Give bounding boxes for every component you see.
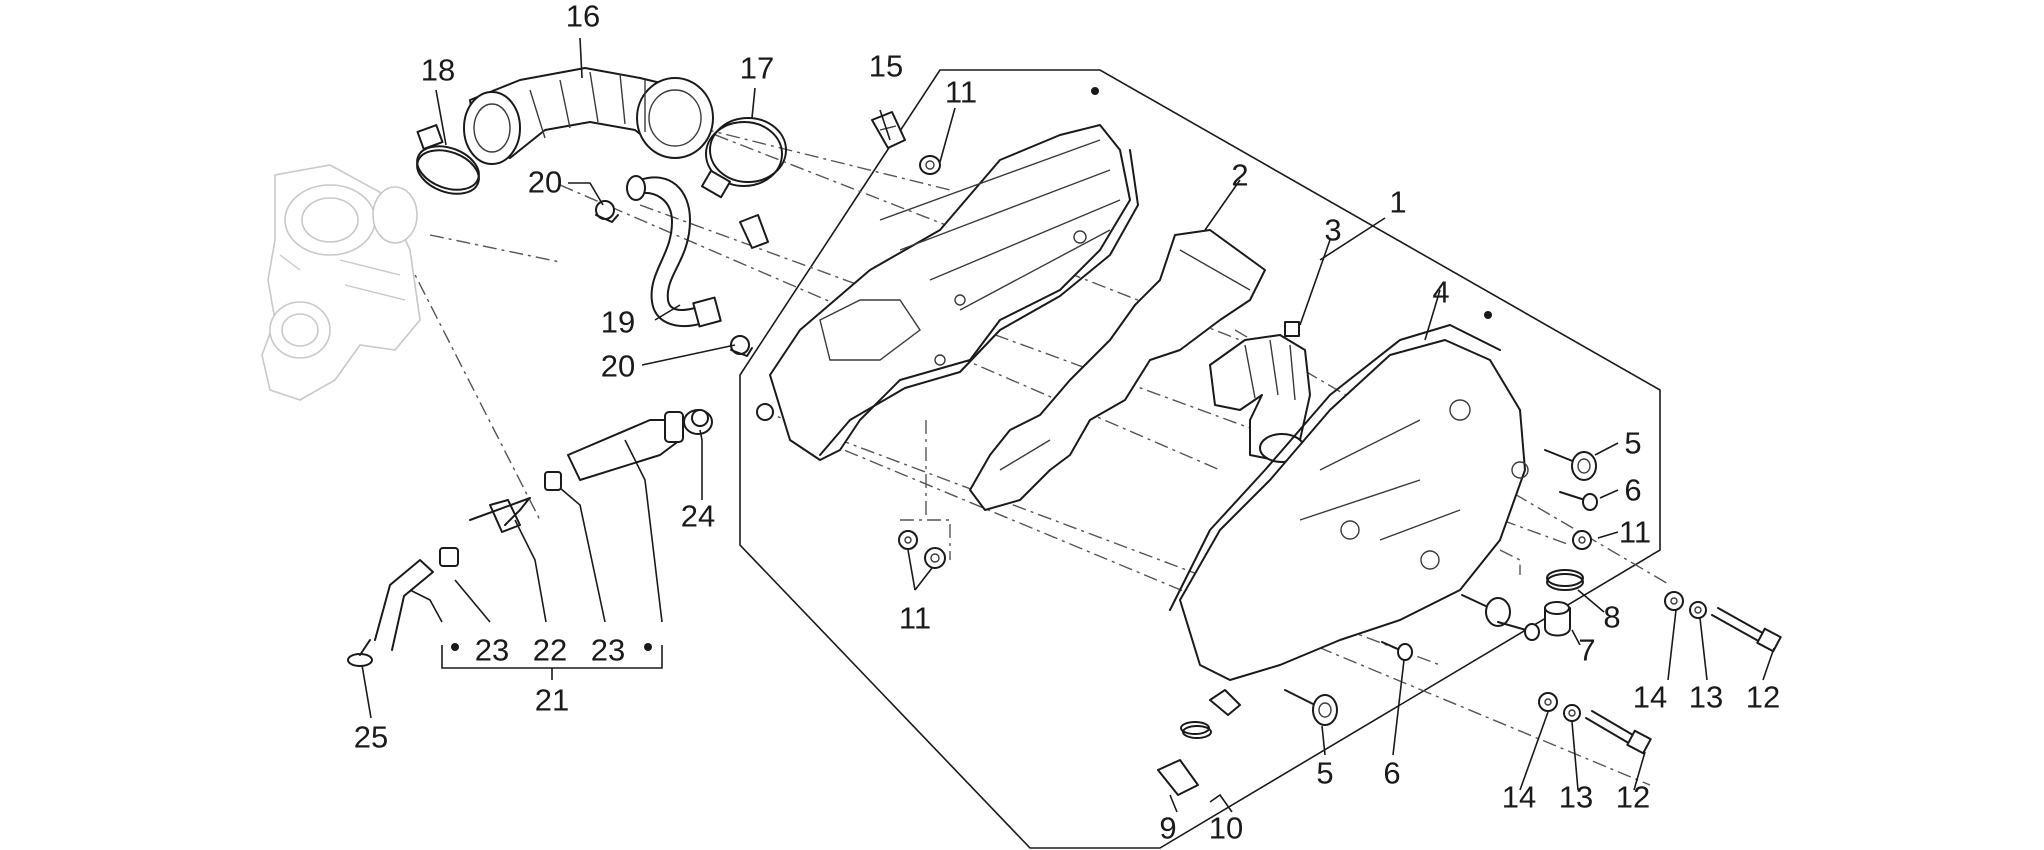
drain-spout: [1209, 689, 1241, 716]
marker-dot: [1484, 311, 1492, 319]
label-part-12-lower: 12: [1616, 780, 1650, 815]
part-20-clip-lower: [730, 335, 753, 357]
part-7-plug: [1544, 601, 1571, 637]
part-13-washer-lower: [1563, 704, 1581, 722]
part-6-screw-lower: [1381, 641, 1413, 661]
part-5-screw-lower: [1284, 689, 1338, 726]
label-part-9: 9: [1159, 811, 1176, 846]
label-part-2: 2: [1231, 158, 1248, 193]
part-15-nut-clip: [871, 111, 906, 149]
part-9-drain-tube: [1157, 759, 1199, 796]
label-part-20-upper: 20: [528, 165, 562, 200]
label-part-22: 22: [533, 633, 567, 668]
label-part-16: 16: [566, 0, 600, 34]
part-15-nut-clip-2: [739, 214, 769, 249]
label-part-14-upper: 14: [1633, 680, 1667, 715]
label-part-23-left: 23: [475, 633, 509, 668]
part-18-clamp: [416, 124, 480, 195]
label-part-17: 17: [740, 51, 774, 86]
label-part-10: 10: [1209, 811, 1243, 846]
throttle-body-ghost: [261, 164, 421, 401]
part-11-grommet-mid-a: [898, 530, 918, 550]
part-14-washer-lower: [1538, 692, 1558, 712]
label-part-13-lower: 13: [1559, 780, 1593, 815]
part-12-bolt-lower: [1585, 710, 1652, 755]
label-part-12-upper: 12: [1746, 680, 1780, 715]
part-5-screw-upper: [1544, 449, 1597, 481]
part-11-grommet-top: [919, 155, 941, 175]
part-4-air-box-cover: [1169, 324, 1529, 681]
part-13-washer-upper: [1689, 601, 1707, 619]
part-16-intake-boot: [463, 67, 714, 165]
part-11-grommet-right: [1572, 530, 1592, 550]
part-20-clip-upper: [595, 200, 619, 223]
label-part-5-lower: 5: [1316, 756, 1333, 791]
label-part-24: 24: [681, 499, 715, 534]
label-part-20-lower: 20: [601, 349, 635, 384]
label-part-25: 25: [354, 720, 388, 755]
part-2-filter-element: [969, 229, 1266, 511]
label-part-6-lower: 6: [1383, 756, 1400, 791]
assembly-frame-part-1: [739, 69, 1661, 849]
part-6-screw-upper: [1559, 491, 1598, 511]
part-14-washer-upper: [1664, 591, 1684, 611]
part-17-clamp: [700, 117, 787, 199]
label-part-21: 21: [535, 683, 569, 718]
part-labels: 1 2 3 4 5 6 11 8 7 14 13 12 14 13 12 5 6…: [354, 0, 1780, 846]
part-8-clip: [1546, 569, 1584, 591]
label-part-19: 19: [601, 305, 635, 340]
part-19-hose: [626, 175, 722, 328]
leader-lines: [361, 37, 1775, 813]
part-10-drain-clip: [1180, 721, 1212, 739]
label-part-11-mid: 11: [899, 601, 931, 636]
label-part-23-right: 23: [591, 633, 625, 668]
part-3-duct: [1209, 321, 1311, 463]
label-part-18: 18: [421, 53, 455, 88]
label-part-3: 3: [1324, 213, 1341, 248]
label-part-8: 8: [1603, 600, 1620, 635]
label-part-15: 15: [869, 49, 903, 84]
label-part-14-lower: 14: [1502, 780, 1536, 815]
part-21-breather-assembly: [347, 409, 713, 667]
label-part-11-right: 11: [1619, 515, 1651, 550]
marker-dot: [1091, 87, 1099, 95]
marker-dot: [644, 643, 652, 651]
marker-dot: [451, 643, 459, 651]
label-part-11-top: 11: [945, 75, 977, 110]
label-part-4: 4: [1432, 275, 1449, 310]
label-part-13-upper: 13: [1689, 680, 1723, 715]
air-box-lower-housing: [756, 124, 1139, 461]
label-part-6-upper: 6: [1624, 473, 1641, 508]
part-6-screw-mid: [1497, 621, 1540, 641]
group-bracket-part-21: [441, 645, 663, 680]
part-5-screw-mid: [1461, 594, 1511, 627]
label-part-5-upper: 5: [1624, 426, 1641, 461]
part-11-grommet-mid-b: [924, 547, 946, 569]
part-12-bolt-upper: [1711, 607, 1782, 653]
label-part-7: 7: [1578, 633, 1595, 668]
label-part-1: 1: [1389, 185, 1406, 220]
